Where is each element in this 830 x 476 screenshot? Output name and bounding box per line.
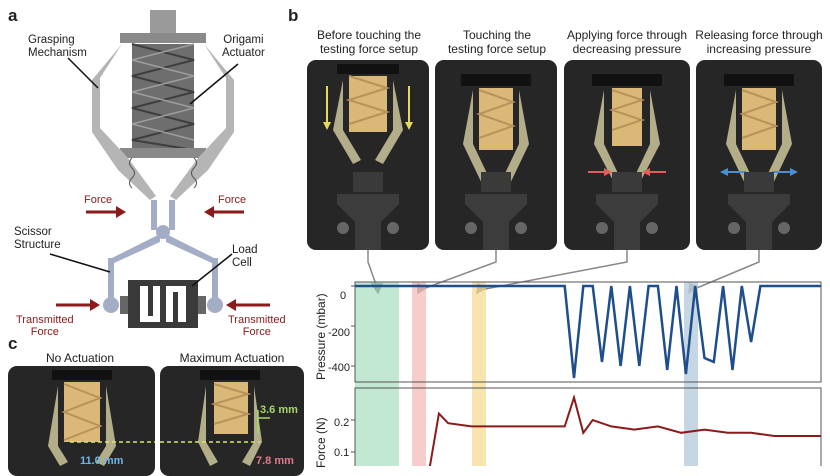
scissor-structure-label: Scissor Structure	[14, 226, 61, 251]
panel-a-label: a	[8, 6, 18, 25]
gripper-photo-illustration	[461, 74, 531, 250]
leader-load-cell	[191, 253, 233, 287]
panel-c-label: c	[8, 334, 18, 353]
actuator-top-cap	[150, 10, 176, 34]
transmitted-force-left-label: Transmitted Force	[16, 314, 74, 338]
transmitted-arrowhead-right	[226, 299, 236, 311]
pressure-tick-400: -400	[328, 362, 351, 374]
force-series-line	[428, 394, 821, 466]
leader-origami	[189, 63, 239, 105]
right-spring	[191, 157, 197, 189]
band-releasing	[684, 282, 698, 466]
pressure-tick-0: 0	[340, 290, 347, 302]
leader-scissor	[49, 253, 111, 273]
force-arrowhead-left	[116, 206, 126, 218]
force-axes	[354, 387, 822, 466]
pressure-series-line	[355, 284, 821, 379]
gripper-photo-illustration	[720, 74, 798, 250]
pressure-force-charts	[351, 281, 822, 466]
max-actuation-label: Maximum Actuation	[179, 351, 285, 365]
photo-max-actuation	[160, 366, 304, 476]
measure-11-0mm: 11.0 mm	[80, 455, 124, 467]
leader-grasping	[67, 57, 99, 89]
gripper-photo-illustration	[160, 370, 270, 466]
gripper-photo-illustration	[323, 64, 413, 250]
band-before	[355, 282, 399, 466]
origami-actuator-label: Origami Actuator	[222, 34, 265, 59]
force-tick-01: 0.1	[334, 447, 350, 459]
left-finger	[92, 44, 156, 200]
measure-3-6mm: 3.6 mm	[260, 404, 298, 416]
caption-applying-force: Applying force through decreasing pressu…	[566, 28, 688, 56]
pressure-tick-200: -200	[328, 327, 351, 339]
gripper-photo-illustration	[48, 370, 155, 466]
left-spring	[129, 157, 135, 189]
pressure-y-label: Pressure (mbar)	[314, 293, 328, 380]
force-arrowhead-right	[204, 206, 214, 218]
caption-before-touching: Before touching the testing force setup	[316, 28, 422, 56]
force-y-label: Force (N)	[314, 417, 328, 468]
transmitted-force-right-label: Transmitted Force	[228, 314, 286, 338]
photo-no-actuation	[8, 366, 155, 476]
scissor-structure-icon	[103, 200, 223, 313]
grasping-mechanism-label: Grasping Mechanism	[28, 34, 87, 59]
measure-7-8mm: 7.8 mm	[256, 455, 294, 467]
pressure-axes	[354, 281, 822, 383]
origami-actuator-icon	[131, 43, 195, 151]
band-applying	[472, 282, 486, 466]
gripper-schematic	[49, 10, 270, 328]
caption-releasing-force: Releasing force through increasing press…	[695, 28, 823, 56]
right-finger	[170, 44, 234, 200]
photo-applying-force	[564, 60, 690, 250]
gripper-photo-illustration	[588, 74, 666, 250]
no-actuation-label: No Actuation	[45, 351, 115, 365]
load-cell-icon	[120, 280, 206, 328]
actuator-bottom-plate	[120, 148, 206, 158]
photo-touching	[435, 60, 557, 250]
photo-releasing-force	[696, 60, 822, 250]
band-touching	[412, 282, 426, 466]
force-right-label: Force	[218, 194, 247, 206]
photo-before-touching	[307, 60, 429, 250]
panel-b-label: b	[288, 6, 299, 25]
load-cell-label: Load Cell	[232, 244, 258, 269]
actuator-top-plate	[120, 33, 206, 43]
transmitted-arrowhead-left	[90, 299, 100, 311]
force-left-label: Force	[84, 194, 113, 206]
force-tick-02: 0.2	[334, 417, 350, 429]
caption-touching: Touching the testing force setup	[447, 28, 547, 56]
